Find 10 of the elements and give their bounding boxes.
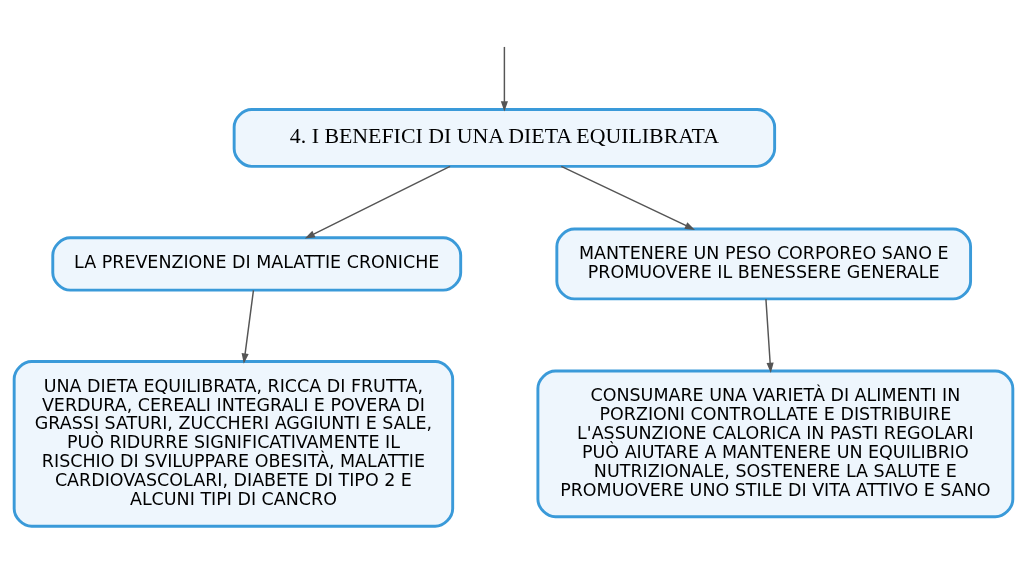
- arrow: [500, 45, 508, 112]
- arrow: [241, 289, 255, 364]
- node-box: 4. I BENEFICI DI UNA DIETA EQUILIBRATA: [232, 107, 777, 168]
- arrow: [304, 165, 451, 239]
- node-box: LA PREVENZIONE DI MALATTIE CRONICHE: [51, 235, 463, 292]
- node-box: CONSUMARE UNA VARIETÀ DI ALIMENTI IN PORZIONI CONTROLLATE E DISTRIBUIRE L'ASSUNZIONE CALORICA IN PASTI REGOLARI PUÒ AIUTARE A MANTENERE UN EQUILIBRIO NUTRIZIONALE, SOSTENERE LA SALUTE E PROMUOVERE UNO STILE DI VITA ATTIVO E SANO: [536, 369, 1015, 518]
- arrow: [560, 165, 696, 230]
- node-box: UNA DIETA EQUILIBRATA, RICCA DI FRUTTA, VERDURA, CEREALI INTEGRALI E POVERA DI GRASSI SATURI, ZUCCHERI AGGIUNTI E SALE, PUÒ RIDURRE SIGNIFICATIVAMENTE IL RISCHIO DI SVILUPPARE OBESITÀ, MALATTIE CARDIOVASCOLARI, DIABETE DI TIPO 2 E ALCUNI TIPI DI CANCRO: [12, 359, 455, 528]
- node-box: MANTENERE UN PESO CORPOREO SANO E PROMUOVERE IL BENESSERE GENERALE: [555, 227, 973, 300]
- arrow: [765, 297, 774, 373]
